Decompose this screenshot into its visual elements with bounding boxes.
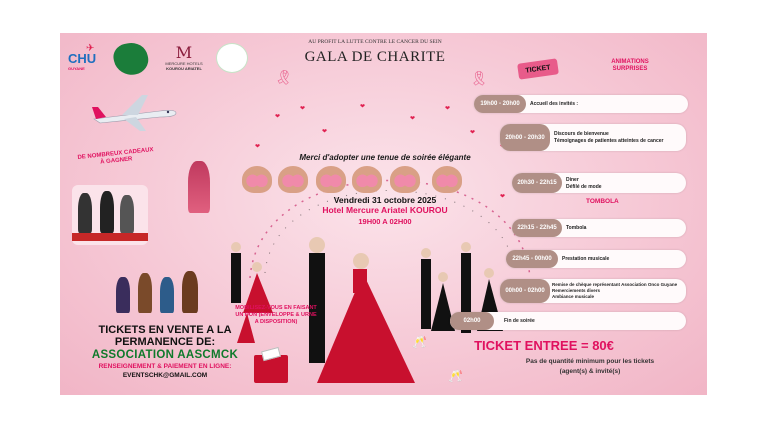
musicians-illustration bbox=[110, 263, 210, 319]
ticket-badge: TICKET bbox=[517, 58, 559, 80]
schedule-item: 00h00 - 02h00 Remise de chèque représent… bbox=[500, 279, 686, 303]
gifts-text: DE NOMBREUX CADEAUX À GAGNER bbox=[77, 147, 154, 166]
schedule-item: 22h45 - 00h00 Prestation musicale bbox=[506, 250, 686, 268]
event-hours: 19H00 A 02H00 bbox=[358, 217, 412, 226]
pink-bra-icon bbox=[352, 166, 382, 193]
tickets-sale-line2: PERMANENCE DE: bbox=[114, 336, 216, 348]
airplane-icon bbox=[92, 95, 177, 131]
association-name: ASSOCIATION AASCMCK bbox=[91, 349, 239, 361]
schedule-item: 20h00 - 20h30 Discours de bienvenue Témo… bbox=[500, 124, 686, 151]
event-subtitle: AU PROFIT LA LUTTE CONTRE LE CANCER DU S… bbox=[308, 39, 442, 45]
pink-ribbon-icon: 🎗 bbox=[273, 67, 295, 87]
dress-code-text: Merci d'adopter une tenue de soirée élég… bbox=[299, 153, 471, 162]
pink-bra-icon bbox=[278, 166, 308, 193]
event-title: GALA DE CHARITE bbox=[304, 49, 446, 65]
ticket-price: TICKET ENTREE = 80€ bbox=[474, 338, 614, 353]
tombola-heading: TOMBOLA bbox=[586, 198, 619, 205]
ticket-note: Pas de quantité minimum pour les tickets… bbox=[525, 358, 655, 375]
donation-text: MOBILISEZ-VOUS EN FAISANT UN DON (ENVELO… bbox=[235, 305, 317, 325]
schedule-item: 02h00 Fin de soirée bbox=[450, 312, 686, 330]
pink-bra-icon bbox=[242, 166, 272, 193]
event-details: Vendredi 31 octobre 2025 Hotel Mercure A… bbox=[260, 195, 510, 227]
association-logo bbox=[216, 43, 248, 73]
mercure-logo: M MERCURE HOTELS KOUROU ARIATEL bbox=[165, 43, 203, 72]
champagne-glasses-icon: 🥂 bbox=[412, 335, 427, 349]
pink-bra-icon bbox=[316, 166, 346, 193]
payment-info: RENSEIGNEMENT & PAIEMENT EN LIGNE: bbox=[98, 363, 232, 370]
couple-illustration bbox=[188, 161, 210, 213]
pink-bra-icon bbox=[390, 166, 420, 193]
pink-ribbon-icon: 🎗 bbox=[470, 70, 488, 86]
red-carpet-illustration bbox=[72, 185, 148, 245]
event-venue: Hotel Mercure Ariatel KOUROU bbox=[322, 205, 448, 215]
pink-bra-icon bbox=[432, 166, 462, 193]
schedule-item: 22h15 - 22h45 Tombola bbox=[512, 219, 686, 237]
animations-text: ANIMATIONS SURPRISES bbox=[611, 59, 649, 72]
event-date: Vendredi 31 octobre 2025 bbox=[333, 195, 437, 205]
guyane-map-logo bbox=[111, 39, 151, 79]
tickets-sale-line1: TICKETS EN VENTE A LA bbox=[98, 324, 232, 336]
tickets-sale-block: TICKETS EN VENTE A LA PERMANENCE DE: ASS… bbox=[60, 324, 270, 380]
heart-arch-decoration bbox=[249, 179, 531, 279]
donation-box-icon bbox=[254, 346, 288, 383]
contact-email[interactable]: EVENTSCHK@GMAIL.COM bbox=[122, 372, 208, 379]
schedule-item: 20h30 - 22h15 Diner Défilé de mode bbox=[512, 173, 686, 193]
gala-poster: CHU GUYANE ✈ M MERCURE HOTELS KOUROU ARI… bbox=[60, 33, 707, 395]
schedule-item: 19h00 - 20h00 Accueil des invités : bbox=[474, 95, 688, 113]
chu-guyane-logo: CHU GUYANE ✈ bbox=[68, 43, 97, 71]
champagne-glasses-icon: 🥂 bbox=[448, 369, 463, 383]
